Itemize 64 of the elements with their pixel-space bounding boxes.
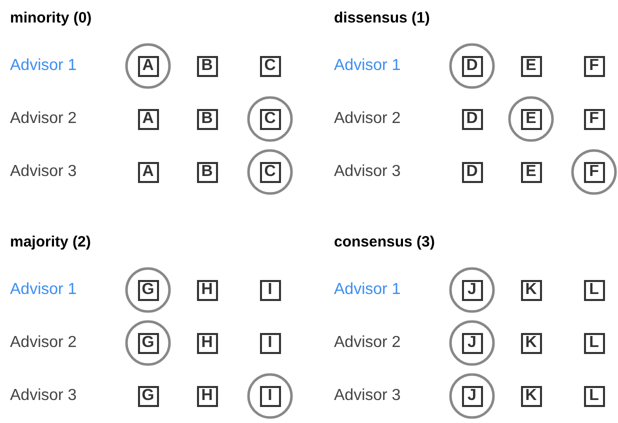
- letter-box: L: [584, 386, 604, 406]
- panel-heading: minority (0): [10, 10, 92, 26]
- letter-box: H: [196, 280, 218, 300]
- selection-circle: [125, 43, 171, 89]
- letter-box: G: [138, 386, 158, 406]
- letter-box: L: [584, 280, 604, 300]
- letter-box: D: [462, 108, 482, 130]
- selection-circle: [449, 43, 495, 89]
- letter-box: B: [196, 56, 218, 76]
- letter-box: D: [462, 162, 482, 182]
- row-label: Advisor 3: [10, 163, 77, 181]
- row-label: Advisor 1: [334, 281, 401, 299]
- selection-circle: [508, 96, 554, 142]
- selection-circle: [449, 373, 495, 419]
- letter-box: E: [520, 108, 542, 130]
- row-label: Advisor 3: [334, 163, 401, 181]
- selection-circle: [247, 96, 293, 142]
- letter-box: A: [138, 108, 158, 130]
- selection-circle: [247, 373, 293, 419]
- letter-box: E: [520, 162, 542, 182]
- letter-box: C: [260, 108, 280, 130]
- selection-circle: [125, 320, 171, 366]
- letter-box: K: [520, 280, 542, 300]
- letter-box: B: [196, 108, 218, 130]
- panel-heading: consensus (3): [334, 234, 435, 250]
- row-label: Advisor 2: [10, 334, 77, 352]
- letter-box: A: [138, 162, 158, 182]
- letter-box: J: [462, 280, 482, 300]
- selection-circle: [125, 267, 171, 313]
- panel-heading: dissensus (1): [334, 10, 430, 26]
- letter-box: H: [196, 386, 218, 406]
- letter-box: L: [584, 332, 604, 354]
- row-label: Advisor 1: [334, 57, 401, 75]
- letter-box: F: [584, 108, 604, 130]
- selection-circle: [449, 267, 495, 313]
- selection-circle: [247, 149, 293, 195]
- letter-box: B: [196, 162, 218, 182]
- letter-box: J: [462, 332, 482, 354]
- row-label: Advisor 1: [10, 281, 77, 299]
- letter-box: K: [520, 386, 542, 406]
- letter-box: D: [462, 56, 482, 76]
- letter-box: C: [260, 56, 280, 76]
- letter-box: G: [138, 280, 158, 300]
- letter-box: G: [138, 332, 158, 354]
- letter-box: J: [462, 386, 482, 406]
- row-label: Advisor 2: [334, 110, 401, 128]
- row-label: Advisor 3: [334, 387, 401, 405]
- selection-circle: [571, 149, 617, 195]
- letter-box: I: [260, 386, 280, 406]
- letter-box: F: [584, 162, 604, 182]
- letter-box: I: [260, 332, 280, 354]
- letter-box: A: [138, 56, 158, 76]
- letter-box: F: [584, 56, 604, 76]
- row-label: Advisor 3: [10, 387, 77, 405]
- letter-box: C: [260, 162, 280, 182]
- row-label: Advisor 1: [10, 57, 77, 75]
- row-label: Advisor 2: [334, 334, 401, 352]
- row-label: Advisor 2: [10, 110, 77, 128]
- letter-box: H: [196, 332, 218, 354]
- letter-box: I: [260, 280, 280, 300]
- letter-box: E: [520, 56, 542, 76]
- letter-box: K: [520, 332, 542, 354]
- panel-heading: majority (2): [10, 234, 91, 250]
- selection-circle: [449, 320, 495, 366]
